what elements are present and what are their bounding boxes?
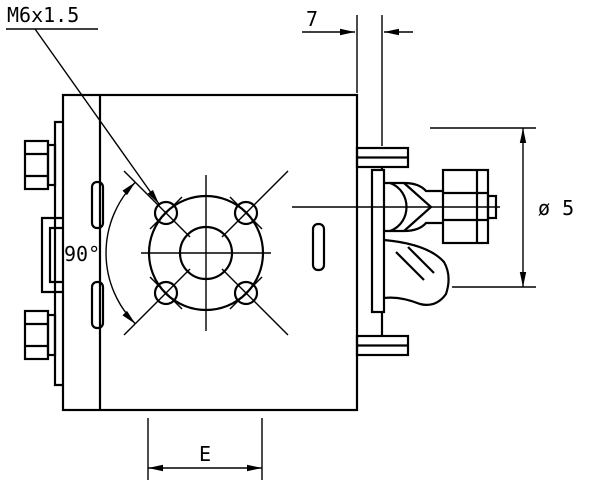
- depth-dimension-label: 7: [306, 7, 318, 31]
- left-mounting-bolt-top: [23, 139, 57, 191]
- pump-body-outline: [53, 93, 359, 412]
- dimension-bolt-circle-E: [147, 418, 263, 480]
- thread-callout-label: M6x1.5: [7, 3, 79, 27]
- valve-lower-bracket: [383, 238, 450, 306]
- dimension-depth-7: [302, 15, 413, 146]
- angle-dimension-label: 90°: [64, 242, 100, 266]
- bolt-circle-dimension-label: E: [199, 442, 211, 466]
- thread-callout-leader: [6, 28, 160, 205]
- diameter-dimension-label: ø 5: [538, 196, 574, 220]
- left-port-boss: [40, 216, 63, 294]
- dimension-diameter: [430, 127, 536, 288]
- tapped-bolt-holes: [153, 200, 259, 306]
- face-slots: [90, 180, 326, 330]
- left-mounting-bolt-bottom: [23, 309, 57, 361]
- bolt-hole-cross-lines: [123, 170, 289, 336]
- rear-port-boss-top: [355, 146, 410, 169]
- rear-port-boss-bottom: [355, 334, 410, 357]
- angle-dimension-arc: [105, 181, 136, 325]
- centerlines: [141, 175, 500, 331]
